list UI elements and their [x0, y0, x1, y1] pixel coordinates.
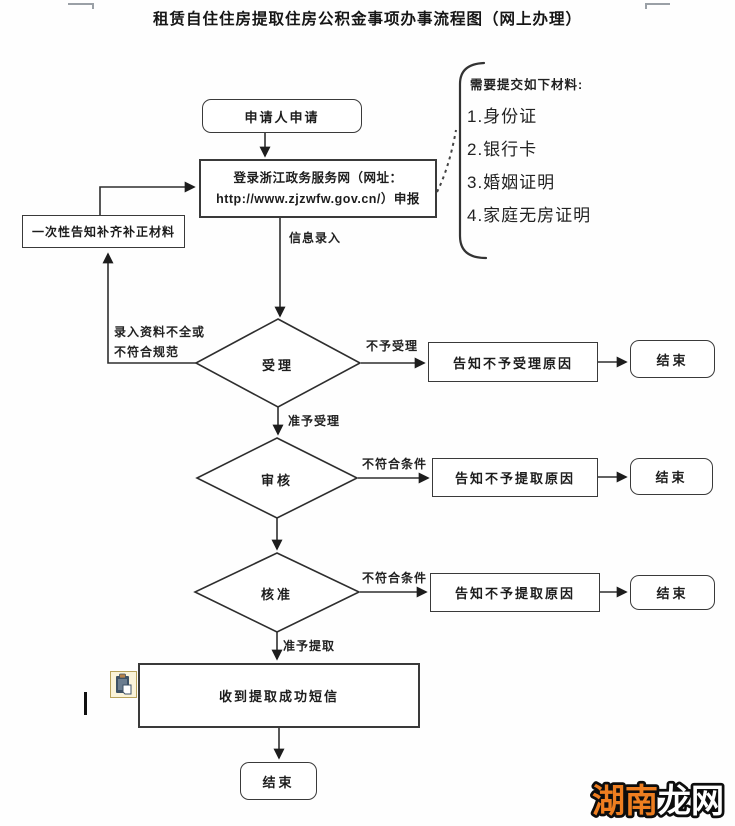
login-line2: http://www.zjzwfw.gov.cn/）申报: [216, 191, 420, 206]
materials-list: 1.身份证 2.银行卡 3.婚姻证明 4.家庭无房证明: [467, 100, 591, 232]
supplement-notice-node: 一次性告知补齐补正材料: [22, 215, 185, 248]
reject-withdraw-reason-node-2: 告知不予提取原因: [430, 573, 600, 612]
materials-bracket: [458, 61, 488, 260]
watermark-logo: 湖南龙网: [588, 771, 735, 826]
accept-diamond-shape: [194, 318, 362, 408]
page-title: 租赁自住住房提取住房公积金事项办事流程图（网上办理）: [152, 11, 582, 28]
svg-text:湖南龙网: 湖南龙网: [592, 782, 724, 819]
edge-label-grant-accept: 准予受理: [288, 414, 341, 428]
edge-label-incomplete-line2: 不符合规范: [114, 345, 180, 359]
start-node: 申请人申请: [202, 99, 362, 133]
edge-label-info-entry: 信息录入: [289, 231, 342, 245]
material-item-no-house-cert: 4.家庭无房证明: [467, 206, 592, 225]
edge-label-reject-accept: 不予受理: [366, 339, 419, 353]
paste-clipboard-icon: [110, 671, 137, 703]
decision-diamonds: [193, 318, 362, 633]
approve-diamond-shape: [193, 552, 361, 633]
sms-success-node: 收到提取成功短信: [138, 663, 420, 728]
review-diamond-label: 审核: [260, 473, 293, 488]
watermark-part2: 龙网: [658, 782, 724, 819]
edge-label-not-qualified-1: 不符合条件: [362, 457, 428, 471]
dashed-leader-line: [436, 129, 457, 193]
end-node-2: 结束: [630, 458, 713, 495]
edge-label-incomplete-line1: 录入资料不全或: [114, 325, 206, 339]
edge-label-grant-withdraw: 准予提取: [283, 639, 336, 653]
arrow-accept-to-supplement: [102, 252, 197, 364]
page-corner-mark-left: [68, 3, 94, 9]
materials-header: 需要提交如下材料:: [470, 78, 584, 92]
arrow-supplement-to-login: [99, 181, 196, 215]
page-corner-mark-right: [645, 3, 670, 9]
material-item-marriage-cert: 3.婚姻证明: [467, 173, 556, 192]
end-node-4: 结束: [240, 762, 317, 800]
review-diamond-shape: [195, 437, 359, 519]
text-cursor: [84, 692, 87, 715]
accept-diamond-label: 受理: [261, 358, 294, 373]
edge-label-not-qualified-2: 不符合条件: [362, 571, 428, 585]
end-node-1: 结束: [630, 340, 715, 378]
flow-arrows: [99, 133, 628, 760]
end-node-3: 结束: [630, 575, 715, 610]
reject-accept-reason-node: 告知不予受理原因: [428, 342, 598, 382]
watermark-part1: 湖南: [592, 782, 658, 819]
reject-withdraw-reason-node-1: 告知不予提取原因: [432, 458, 598, 497]
approve-diamond-label: 核准: [260, 587, 293, 602]
login-node: 登录浙江政务服务网（网址： http://www.zjzwfw.gov.cn/）…: [199, 159, 437, 218]
material-item-bank-card: 2.银行卡: [467, 140, 538, 159]
material-item-id-card: 1.身份证: [467, 107, 538, 126]
login-line1: 登录浙江政务服务网（网址：: [233, 170, 403, 185]
